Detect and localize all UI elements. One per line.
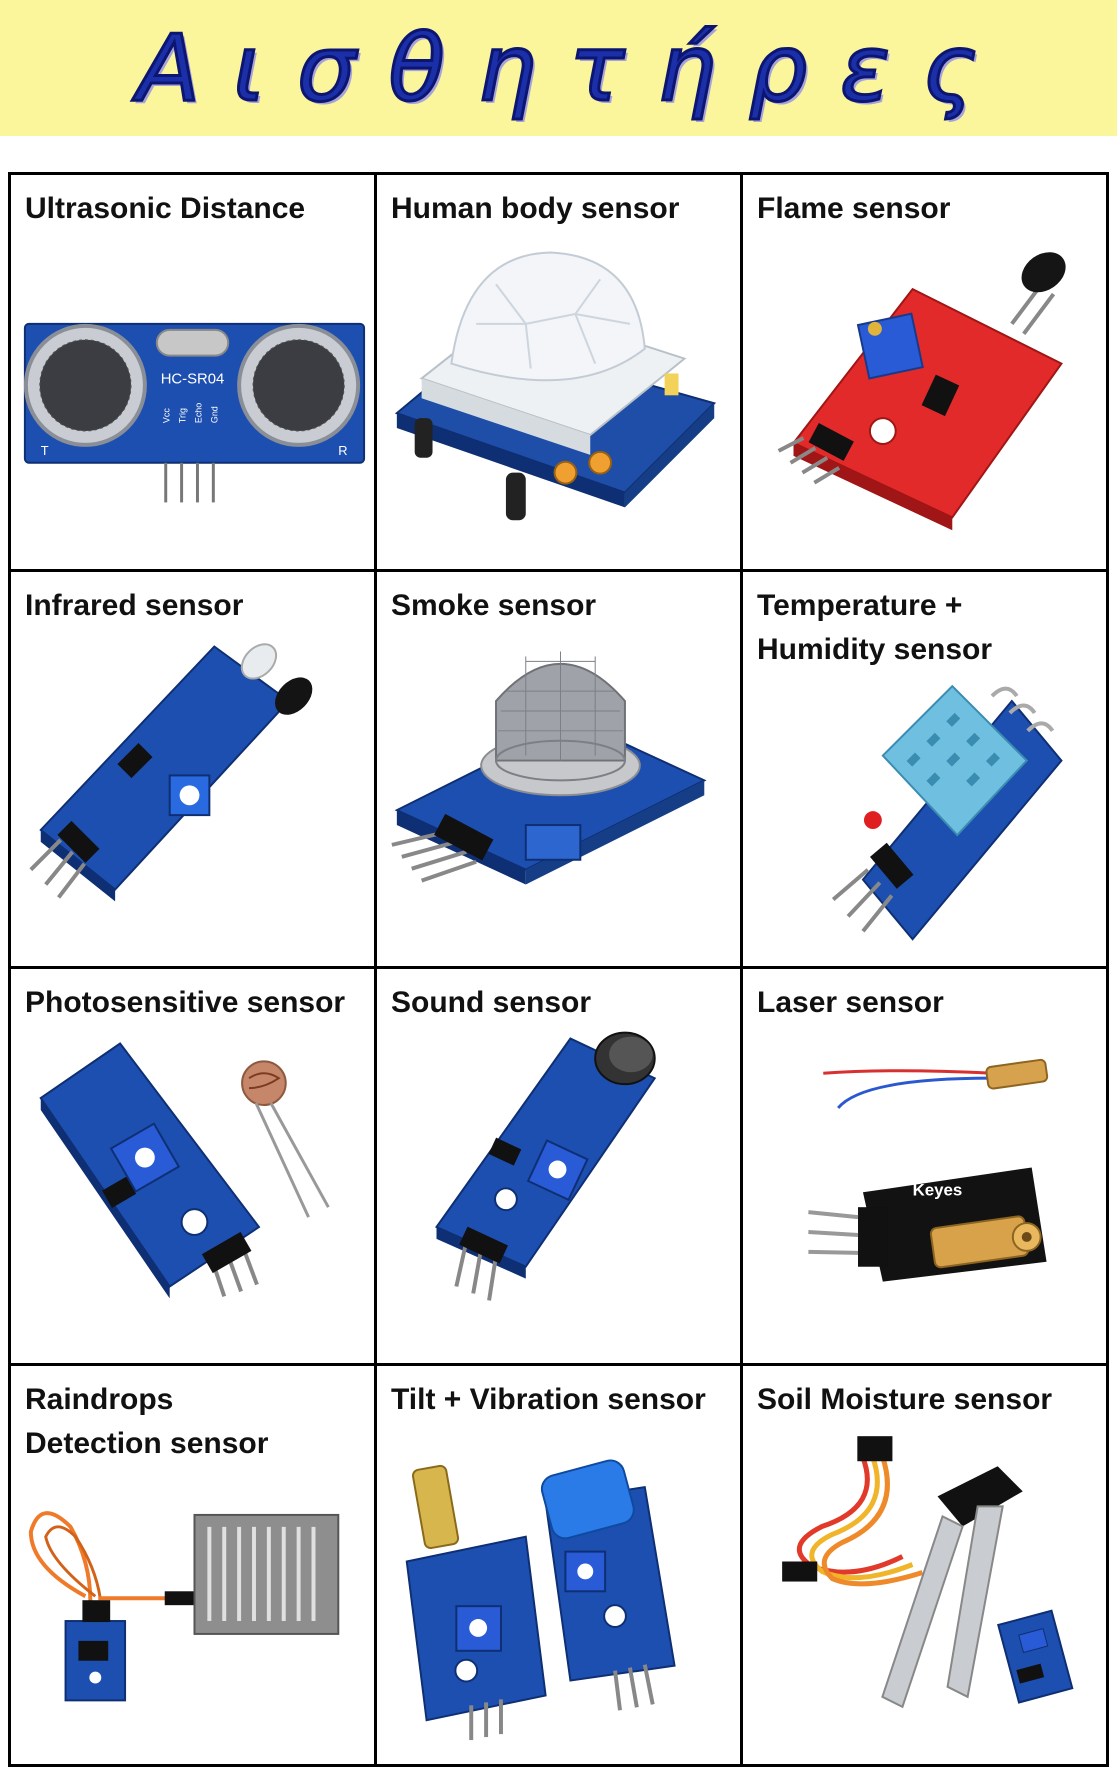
sensor-card-raindrops: Raindrops Detection sensor — [11, 1366, 377, 1764]
sensor-label: Temperature + Humidity sensor — [757, 589, 993, 666]
sensor-label: Human body sensor — [391, 192, 680, 225]
brand-text: Keyes — [913, 1180, 963, 1199]
svg-text:Gnd: Gnd — [209, 406, 219, 423]
sensor-card-human-body: Human body sensor — [377, 175, 743, 572]
sensor-label: Ultrasonic Distance — [25, 192, 306, 225]
sensor-label: Flame sensor — [757, 192, 951, 225]
sensor-label: Smoke sensor — [391, 589, 597, 622]
sensor-grid: Ultrasonic Distance HC-SR04 Vcc Trig Ech… — [8, 172, 1109, 1767]
laser-sensor-icon: Keyes — [808, 1058, 1049, 1282]
svg-text:T: T — [41, 443, 49, 458]
svg-text:Echo: Echo — [193, 403, 203, 423]
svg-text:Vcc: Vcc — [162, 408, 172, 423]
title-banner: Αισθητήρες — [0, 0, 1117, 136]
raindrops-sensor-icon — [28, 1511, 340, 1702]
sensor-card-soil-moisture: Soil Moisture sensor — [743, 1366, 1106, 1764]
photosensitive-sensor-icon — [39, 1042, 330, 1299]
tilt-vibration-sensor-icon — [405, 1459, 676, 1741]
flame-sensor-icon — [777, 252, 1066, 531]
pir-sensor-icon — [394, 251, 717, 521]
ultrasonic-sensor-icon: HC-SR04 Vcc Trig Echo Gnd T R — [23, 322, 366, 503]
sensor-label: Sound sensor — [391, 986, 592, 1019]
sensor-label: Soil Moisture sensor — [757, 1383, 1053, 1416]
sensor-card-ultrasonic: Ultrasonic Distance HC-SR04 Vcc Trig Ech… — [11, 175, 377, 572]
svg-text:R: R — [338, 443, 347, 458]
smoke-sensor-icon — [391, 651, 707, 885]
sensor-card-infrared: Infrared sensor — [11, 572, 377, 969]
sensor-card-sound: Sound sensor — [377, 969, 743, 1366]
sensor-label: Photosensitive sensor — [25, 986, 346, 1019]
sensor-label: Infrared sensor — [25, 589, 244, 622]
sensor-card-smoke: Smoke sensor — [377, 572, 743, 969]
sensor-label: Raindrops Detection sensor — [25, 1383, 269, 1460]
sensor-card-laser: Laser sensor Keyes — [743, 969, 1106, 1366]
temperature-humidity-sensor-icon — [831, 684, 1063, 941]
infrared-sensor-icon — [29, 643, 313, 902]
sensor-card-photosensitive: Photosensitive sensor — [11, 969, 377, 1366]
soil-moisture-sensor-icon — [782, 1436, 1074, 1709]
svg-text:Trig: Trig — [178, 408, 188, 423]
sound-sensor-icon — [434, 1031, 657, 1301]
sensor-label: Laser sensor — [757, 986, 944, 1019]
sensor-card-temperature-humidity: Temperature + Humidity sensor — [743, 572, 1106, 969]
sensor-card-tilt-vibration: Tilt + Vibration sensor — [377, 1366, 743, 1764]
sensor-label: Tilt + Vibration sensor — [391, 1383, 706, 1416]
sensor-card-flame: Flame sensor — [743, 175, 1106, 572]
chip-text: HC-SR04 — [161, 371, 225, 387]
page-title: Αισθητήρες — [136, 13, 1010, 123]
